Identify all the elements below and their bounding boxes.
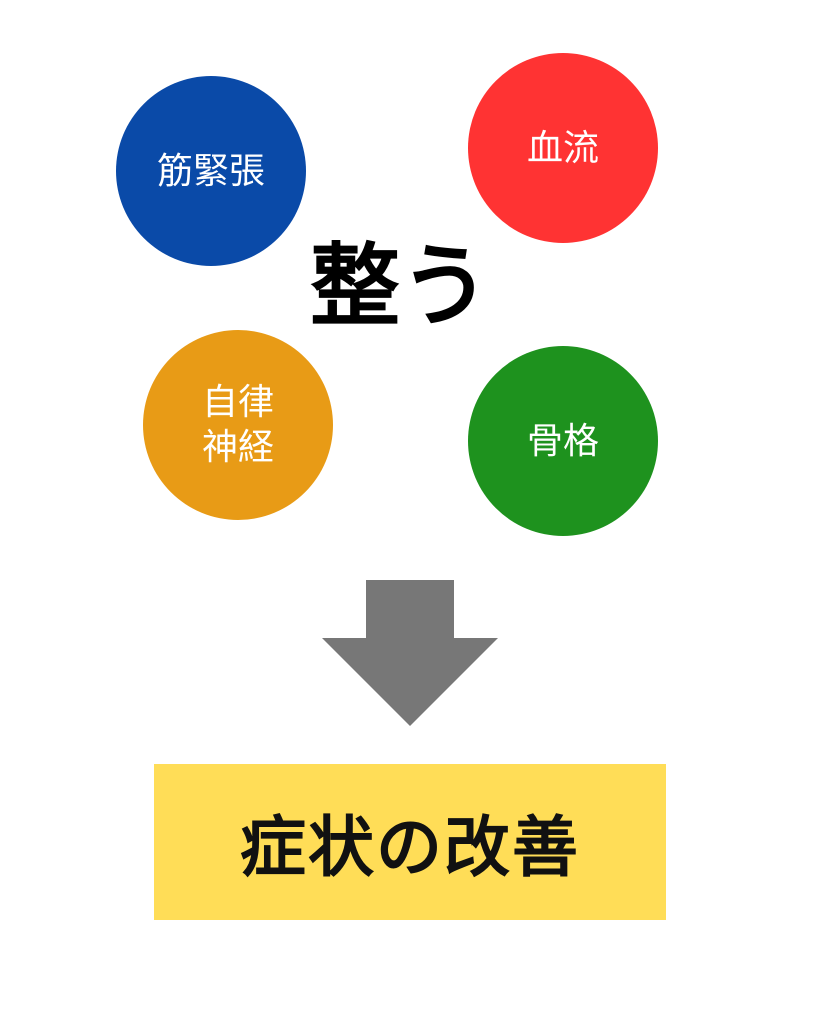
result-text: 症状の改善	[240, 809, 580, 886]
circle-label-autonomic-line-1: 自律	[201, 382, 274, 423]
circle-label-autonomic-line-2: 神経	[201, 427, 274, 468]
circle-blood-flow: 血流	[468, 53, 658, 243]
circle-skeleton: 骨格	[468, 346, 658, 536]
circle-muscle-tension: 筋緊張	[116, 76, 306, 266]
center-title: 整う	[310, 234, 490, 339]
circle-label-autonomic-nerves: 自律 神経	[202, 380, 274, 470]
circle-label-skeleton: 骨格	[526, 420, 599, 462]
circle-autonomic-nerves: 自律 神経	[143, 330, 333, 520]
result-box: 症状の改善	[154, 764, 666, 920]
circle-label-blood-flow: 血流	[526, 127, 599, 169]
circle-label-muscle-tension: 筋緊張	[156, 150, 265, 192]
down-arrow-shape	[322, 580, 498, 726]
down-arrow-icon	[322, 580, 498, 726]
